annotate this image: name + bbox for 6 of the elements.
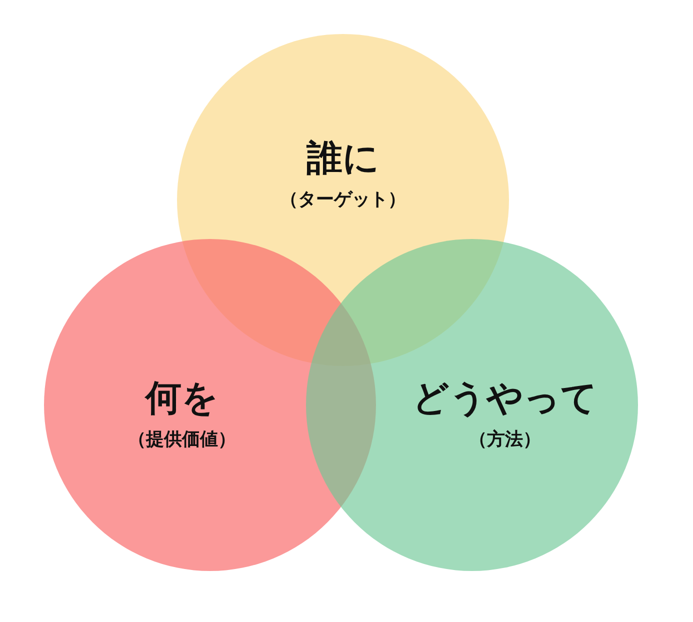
circle-subtitle: （ターゲット）	[280, 188, 406, 210]
circle-subtitle: （提供価値）	[128, 428, 236, 450]
circle-heading: 何を	[146, 376, 218, 420]
circle-subtitle: （方法）	[469, 428, 541, 450]
circle-heading: 誰に	[306, 136, 380, 180]
circle-heading: どうやって	[412, 376, 598, 420]
